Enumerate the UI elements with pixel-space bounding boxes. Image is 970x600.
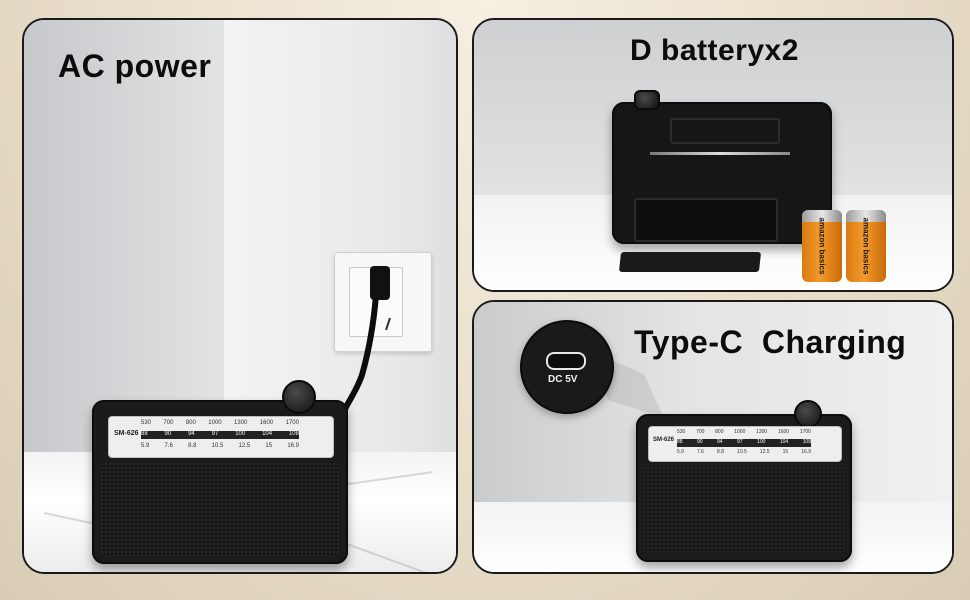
radio-model-label: SM-626 (114, 430, 139, 437)
am-scale: 530 700 800 1000 1300 1600 1700 (677, 429, 811, 435)
tuning-knob[interactable] (282, 380, 316, 414)
power-cord (339, 266, 391, 418)
am-scale: 530 700 800 1000 1300 1600 1700 (141, 420, 299, 426)
speaker-grille (100, 462, 340, 556)
radio-back (612, 90, 832, 244)
radio: SM-626 530 700 800 1000 1300 1600 1700 8… (636, 400, 852, 562)
d-battery-title: D batteryx2 (630, 34, 799, 67)
dc-5v-label: DC 5V (548, 374, 578, 385)
battery-brand-label: amazon basics (817, 217, 827, 275)
ac-power-title: AC power (58, 48, 212, 84)
typec-charging-title: Type-C Charging (634, 324, 907, 360)
radio-dial: SM-626 530 700 800 1000 1300 1600 1700 8… (648, 426, 842, 462)
battery-compartment (634, 198, 778, 242)
panel-ac-power: AC power SM-626 530 700 800 1000 1300 16… (22, 18, 458, 574)
battery-brand-label: amazon basics (861, 217, 871, 275)
tuning-knob[interactable] (794, 400, 822, 428)
panel-d-battery: D batteryx2 amazon basics amazon basics (472, 18, 954, 292)
panel-typec-charging: Type-C Charging DC 5V SM-626 530 700 800… (472, 300, 954, 574)
type-c-port-icon (546, 352, 586, 370)
sw-scale: 5.9 7.6 8.8 10.5 12.5 15 16.9 (677, 449, 811, 455)
battery-cover (618, 252, 762, 272)
port-zoom-circle: DC 5V (520, 320, 614, 414)
sw-scale: 5.9 7.6 8.8 10.5 12.5 15 16.9 (141, 443, 299, 449)
radio-dial: SM-626 530 700 800 1000 1300 1600 1700 8… (108, 416, 334, 458)
antenna (650, 152, 790, 155)
d-battery-1: amazon basics (802, 210, 842, 282)
knob-top (634, 90, 660, 110)
radio-model-label: SM-626 (653, 437, 675, 443)
d-battery-2: amazon basics (846, 210, 886, 282)
antenna-clip (670, 118, 780, 144)
fm-scale: 88 90 94 97 100 104 108 (677, 439, 811, 447)
fm-scale: 88 90 94 97 100 104 108 (141, 431, 299, 439)
radio: SM-626 530 700 800 1000 1300 1600 1700 8… (92, 380, 348, 564)
speaker-grille (642, 466, 846, 554)
